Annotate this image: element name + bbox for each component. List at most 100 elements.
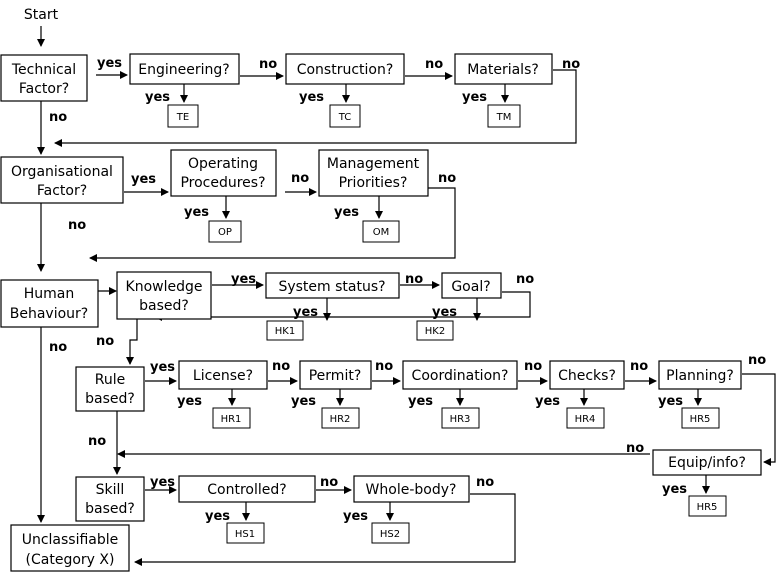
edge-no-wholebody: no [476, 475, 494, 490]
edge-yes-engineering: yes [145, 90, 170, 105]
coordination-box [402, 360, 518, 390]
edge-yes-wholebody: yes [343, 509, 368, 524]
checks-label: Checks? [558, 368, 616, 384]
organisational-factor-label-line2: Factor? [37, 183, 87, 199]
code-hs2: HS2 [380, 529, 400, 540]
edge-yes-planning: yes [658, 394, 683, 409]
edge-yes-organisational: yes [131, 172, 156, 187]
controlled-label: Controlled? [207, 482, 286, 498]
license-box [178, 360, 268, 390]
construction-label: Construction? [297, 62, 394, 78]
human-behaviour-label-line1: Human [24, 286, 75, 302]
edge-no-planning: no [748, 353, 766, 368]
unclassifiable-label-line1: Unclassifiable [22, 532, 119, 548]
whole-body-label: Whole-body? [366, 482, 457, 498]
arrow-knowledge-rule [126, 319, 138, 365]
coordination-label: Coordination? [412, 368, 509, 384]
code-box-hk2 [416, 320, 454, 341]
code-box-tm [487, 104, 521, 128]
edge-yes-license: yes [177, 394, 202, 409]
code-tc: TC [338, 112, 352, 123]
skill-based-box [75, 476, 145, 522]
code-hs1: HS1 [235, 529, 255, 540]
edge-no-permit: no [375, 359, 393, 374]
goal-label: Goal? [451, 279, 490, 295]
engineering-label: Engineering? [138, 62, 229, 78]
edge-yes-materials: yes [462, 90, 487, 105]
code-tm: TM [496, 112, 512, 123]
edge-yes-goal: yes [432, 305, 457, 320]
start-label: Start [24, 7, 59, 23]
edge-yes-skill: yes [150, 475, 175, 490]
edge-no-management: no [438, 171, 456, 186]
edge-no-checks: no [630, 359, 648, 374]
edge-yes-checks: yes [535, 394, 560, 409]
decision-boxes [0, 53, 762, 572]
arrow-planning-equip [742, 373, 776, 466]
edge-yes-system: yes [293, 305, 318, 320]
construction-box [285, 53, 405, 85]
code-box-tc [329, 104, 361, 128]
skill-based-label-line1: Skill [96, 482, 125, 498]
unclassifiable-label-line2: (Category X) [26, 552, 115, 568]
box-labels: Start Technical Factor? Engineering? Con… [10, 7, 746, 568]
human-behaviour-label-line2: Behaviour? [10, 306, 88, 322]
code-box-hr4 [566, 407, 605, 429]
materials-label: Materials? [467, 62, 539, 78]
code-hr5: HR5 [690, 414, 711, 425]
code-box-om [362, 220, 400, 243]
code-box-hr1 [212, 407, 251, 429]
edge-no-rule: no [88, 434, 106, 449]
checks-box [549, 360, 625, 390]
arrow-management-no-return [89, 187, 456, 262]
code-hr2: HR2 [330, 414, 351, 425]
arrow-wholebody-no-return [134, 493, 516, 566]
code-hk1: HK1 [275, 326, 295, 337]
code-hr5-equip: HR5 [697, 502, 718, 513]
edge-no-goal: no [516, 272, 534, 287]
unclassifiable-box [10, 524, 130, 572]
arrow-goal-no-return [154, 291, 531, 321]
management-priorities-label-line2: Priorities? [339, 175, 408, 191]
permit-box [299, 360, 372, 390]
code-box-hk1 [266, 320, 304, 341]
edge-no-controlled: no [320, 475, 338, 490]
operating-procedures-label-line1: Operating [188, 156, 258, 172]
code-box-hr5-equip [688, 495, 727, 517]
edge-yes-management: yes [334, 205, 359, 220]
code-labels: TE TC TM OP OM HK1 HK2 HR1 HR2 HR3 HR4 H… [176, 112, 718, 540]
edge-yes-technical: yes [97, 56, 122, 71]
management-priorities-label-line1: Management [327, 156, 420, 172]
edge-yes-knowledge: yes [231, 272, 256, 287]
code-box-hr2 [321, 407, 360, 429]
edge-no-coordination: no [524, 359, 542, 374]
operating-procedures-box [170, 149, 277, 197]
edge-no-system: no [405, 272, 423, 287]
code-boxes [167, 104, 727, 544]
edge-yes-controlled: yes [205, 509, 230, 524]
permit-label: Permit? [309, 368, 362, 384]
edge-no-construction: no [425, 57, 443, 72]
edge-yes-operating: yes [184, 205, 209, 220]
whole-body-box [353, 475, 470, 503]
edge-no-engineering: no [259, 57, 277, 72]
edge-no-technical: no [49, 110, 67, 125]
connectors [37, 26, 776, 566]
edge-no-organisational: no [68, 218, 86, 233]
technical-factor-label-line1: Technical [11, 62, 76, 78]
code-box-op [208, 220, 242, 243]
code-te: TE [176, 112, 189, 123]
system-status-label: System status? [278, 279, 385, 295]
rule-based-label-line1: Rule [95, 372, 125, 388]
code-hr1: HR1 [221, 414, 242, 425]
organisational-factor-label-line1: Organisational [11, 164, 113, 180]
system-status-box [265, 272, 400, 299]
edge-yes-construction: yes [299, 90, 324, 105]
code-box-hs1 [226, 522, 265, 544]
controlled-box [178, 475, 316, 503]
equip-info-box [652, 449, 762, 476]
code-om: OM [373, 227, 390, 238]
code-box-hr3 [441, 407, 480, 429]
